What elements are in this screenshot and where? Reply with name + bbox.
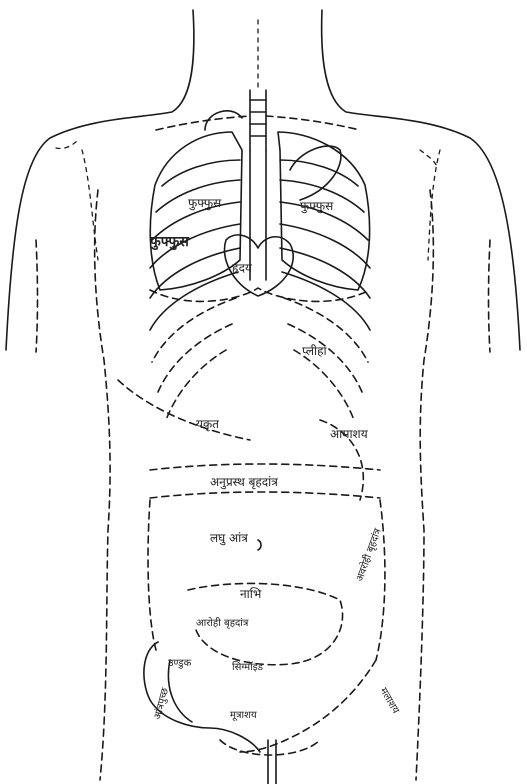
label-small-intestine: लघु आंत्र — [210, 531, 248, 546]
lungs — [150, 132, 369, 290]
neck-left-outline — [6, 10, 194, 350]
rib-left-8 — [158, 324, 232, 392]
clavicles — [156, 111, 360, 130]
rib-right-9 — [294, 350, 354, 420]
rib-right-1 — [280, 160, 358, 186]
label-ascending-colon: आरोही बृहदांत्र — [196, 617, 249, 629]
right-flank-outline — [416, 190, 433, 780]
label-stomach: आमाशय — [330, 427, 369, 441]
label-transverse-colon: अनुप्रस्थ बृहदांत्र — [210, 475, 278, 490]
label-spleen: प्लीहा — [302, 344, 328, 358]
transverse-colon-top — [150, 464, 380, 470]
label-appendix: आंत्रपुच्छ — [151, 686, 171, 720]
label-heart: हृदय — [232, 261, 253, 275]
rib-right-8 — [288, 324, 362, 392]
left-shoulder-mark — [56, 140, 78, 149]
sternum — [250, 150, 266, 280]
descending-colon — [376, 500, 385, 660]
label-lung-right-upper: फुफ्फुस — [300, 199, 334, 214]
left-arm-inner-outline — [36, 240, 38, 352]
label-bladder: मूत्राशय — [230, 710, 257, 721]
transverse-colon-bottom — [150, 492, 380, 498]
sigmoid-colon — [240, 660, 376, 752]
trachea-spine — [250, 20, 266, 150]
label-sigmoid: सिग्मॉइड — [232, 661, 264, 673]
rib-left-9 — [166, 350, 226, 420]
rib-left-6 — [150, 272, 238, 330]
label-caecum: उण्डुक — [168, 658, 192, 669]
bladder-outline — [220, 740, 320, 755]
right-clavicle — [266, 116, 360, 130]
trachea-ring — [250, 100, 266, 136]
left-flank-outline — [95, 190, 110, 780]
rib-left-1 — [162, 160, 240, 186]
label-navel: नाभि — [240, 587, 262, 601]
ascending-colon — [148, 500, 156, 650]
appendix-outline — [168, 660, 192, 722]
rectum-lines — [268, 740, 276, 784]
rib-cage — [150, 150, 370, 420]
right-shoulder-mark — [420, 150, 438, 168]
right-arm-inner-outline — [489, 240, 491, 352]
label-lung-left-mid: फुफ्फुस — [149, 234, 189, 251]
navel-mark — [258, 540, 261, 550]
label-lung-left-upper: फुफ्फुस — [188, 196, 222, 211]
label-rectum: मलाशय — [377, 686, 401, 716]
label-descending-colon: अवरोही बृहदांत्र — [354, 526, 384, 583]
left-clavicle — [156, 116, 250, 130]
left-chest-contour — [82, 150, 98, 260]
label-liver: यकृत — [196, 417, 220, 432]
liver-outline — [118, 380, 250, 440]
